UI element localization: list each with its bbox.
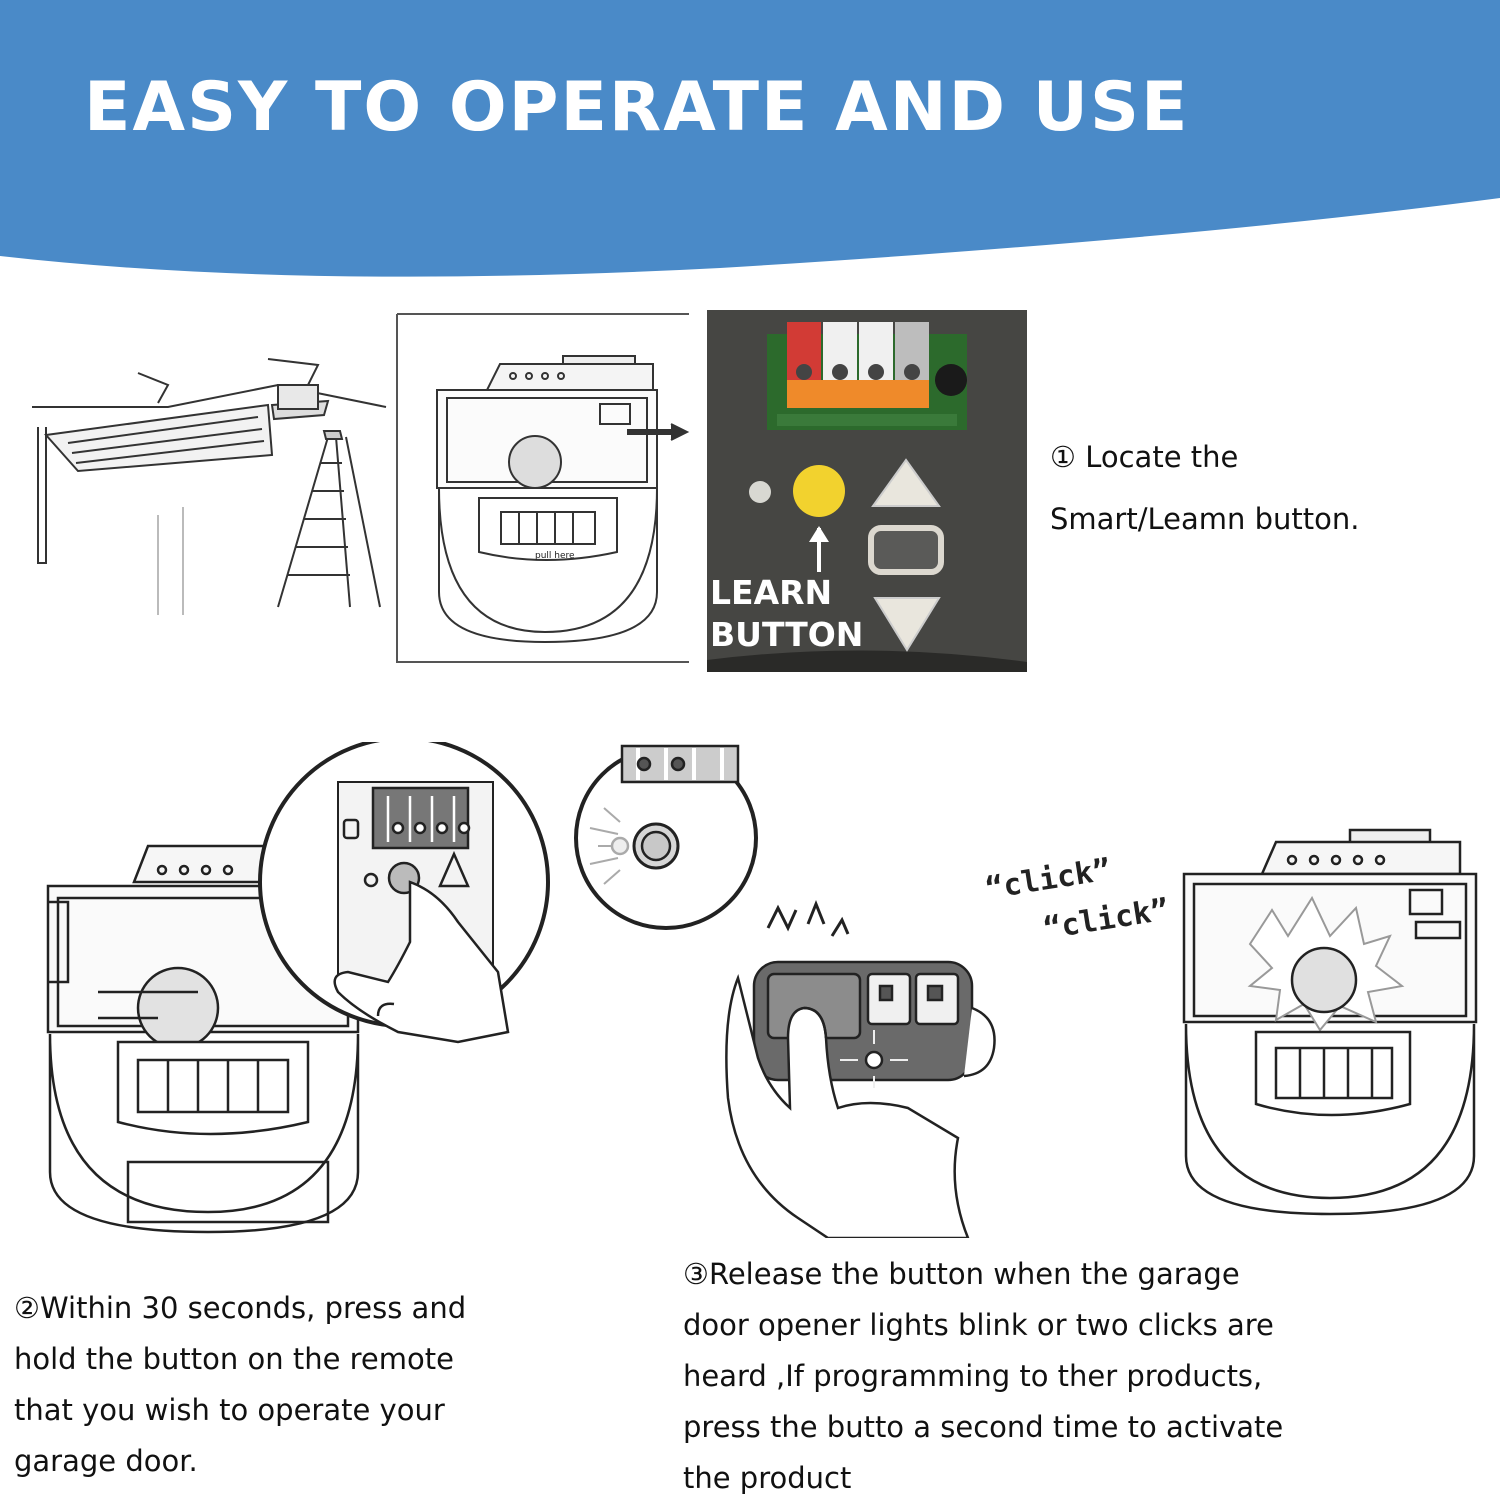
opener-light-blink-illustration bbox=[1182, 828, 1478, 1216]
step-2-text: ②Within 30 seconds, press and hold the b… bbox=[14, 1291, 467, 1478]
press-learn-button-illustration bbox=[46, 742, 758, 1234]
opener-unit-illustration: pull here bbox=[396, 313, 690, 663]
click-sound-1: “click” bbox=[983, 852, 1114, 907]
step-3-text: ③Release the button when the garage door… bbox=[683, 1257, 1284, 1495]
header-banner bbox=[0, 0, 1500, 277]
control-panel-photo bbox=[707, 310, 1027, 672]
page-title: EASY TO OPERATE AND USE bbox=[84, 68, 1190, 147]
garage-scene-illustration bbox=[32, 358, 387, 615]
pull-here-label: pull here bbox=[535, 551, 575, 561]
click-sound-2: “click” bbox=[1041, 892, 1172, 947]
remote-press-illustration bbox=[725, 899, 996, 1238]
learn-button-label: LEARN BUTTON bbox=[710, 573, 864, 654]
step-1-text: ① Locate the Smart/Leamn button. bbox=[1050, 440, 1360, 536]
